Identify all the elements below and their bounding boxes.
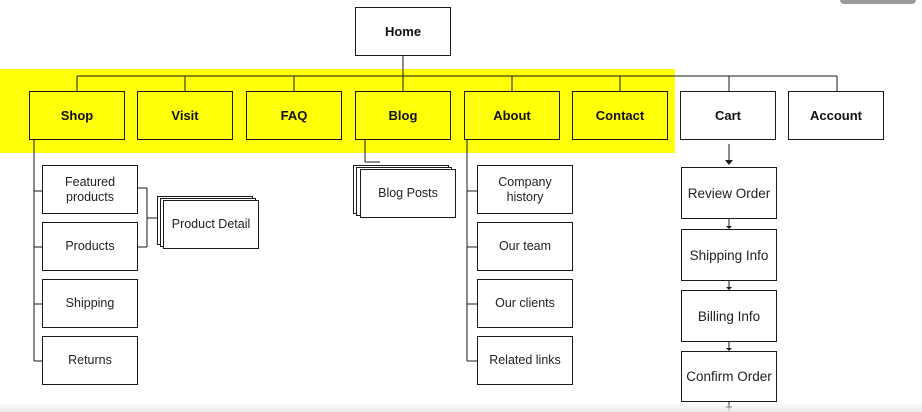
node-cart: Cart <box>680 91 776 140</box>
node-billing-info: Billing Info <box>681 290 777 342</box>
node-featured-products-label: Featured products <box>64 174 116 204</box>
node-our-clients: Our clients <box>477 279 573 328</box>
node-confirm-order-label: Confirm Order <box>686 369 772 384</box>
node-shop: Shop <box>29 91 125 140</box>
node-about-label: About <box>493 108 531 123</box>
node-featured-products: Featured products <box>42 165 138 214</box>
node-shop-label: Shop <box>60 108 94 123</box>
node-cart-label: Cart <box>714 108 741 123</box>
node-home: Home <box>355 7 451 56</box>
bottom-edge-fade <box>0 402 922 412</box>
node-blog: Blog <box>355 91 451 140</box>
node-returns: Returns <box>42 336 138 385</box>
node-contact: Contact <box>572 91 668 140</box>
node-related-links: Related links <box>477 336 573 385</box>
node-our-team: Our team <box>477 222 573 271</box>
node-home-label: Home <box>384 24 422 39</box>
node-our-clients-label: Our clients <box>495 296 555 310</box>
node-about: About <box>464 91 560 140</box>
node-products: Products <box>42 222 138 271</box>
node-review-order: Review Order <box>681 167 777 219</box>
node-blog-posts: Blog Posts <box>360 169 456 218</box>
node-account-label: Account <box>810 108 862 123</box>
node-visit: Visit <box>137 91 233 140</box>
node-blog-posts-label: Blog Posts <box>378 186 438 200</box>
node-review-order-label: Review Order <box>687 185 771 201</box>
node-confirm-order: Confirm Order <box>681 351 777 402</box>
node-blog-label: Blog <box>388 108 418 123</box>
node-visit-label: Visit <box>171 108 199 123</box>
node-our-team-label: Our team <box>498 239 552 253</box>
window-corner-chip <box>840 0 916 4</box>
node-faq-label: FAQ <box>280 108 308 123</box>
node-company-history: Company history <box>477 165 573 214</box>
node-company-history-label: Company history <box>498 174 552 204</box>
node-related-links-label: Related links <box>489 353 561 367</box>
node-account: Account <box>788 91 884 140</box>
node-product-detail-label: Product Detail <box>171 217 251 231</box>
node-faq: FAQ <box>246 91 342 140</box>
node-product-detail: Product Detail <box>163 200 259 249</box>
node-products-label: Products <box>65 239 115 253</box>
node-contact-label: Contact <box>595 108 645 123</box>
node-shipping: Shipping <box>42 279 138 328</box>
node-shipping-label: Shipping <box>65 296 115 310</box>
node-shipping-info-label: Shipping Info <box>689 247 769 263</box>
node-shipping-info: Shipping Info <box>681 229 777 281</box>
node-returns-label: Returns <box>68 353 112 367</box>
node-billing-info-label: Billing Info <box>697 308 761 324</box>
